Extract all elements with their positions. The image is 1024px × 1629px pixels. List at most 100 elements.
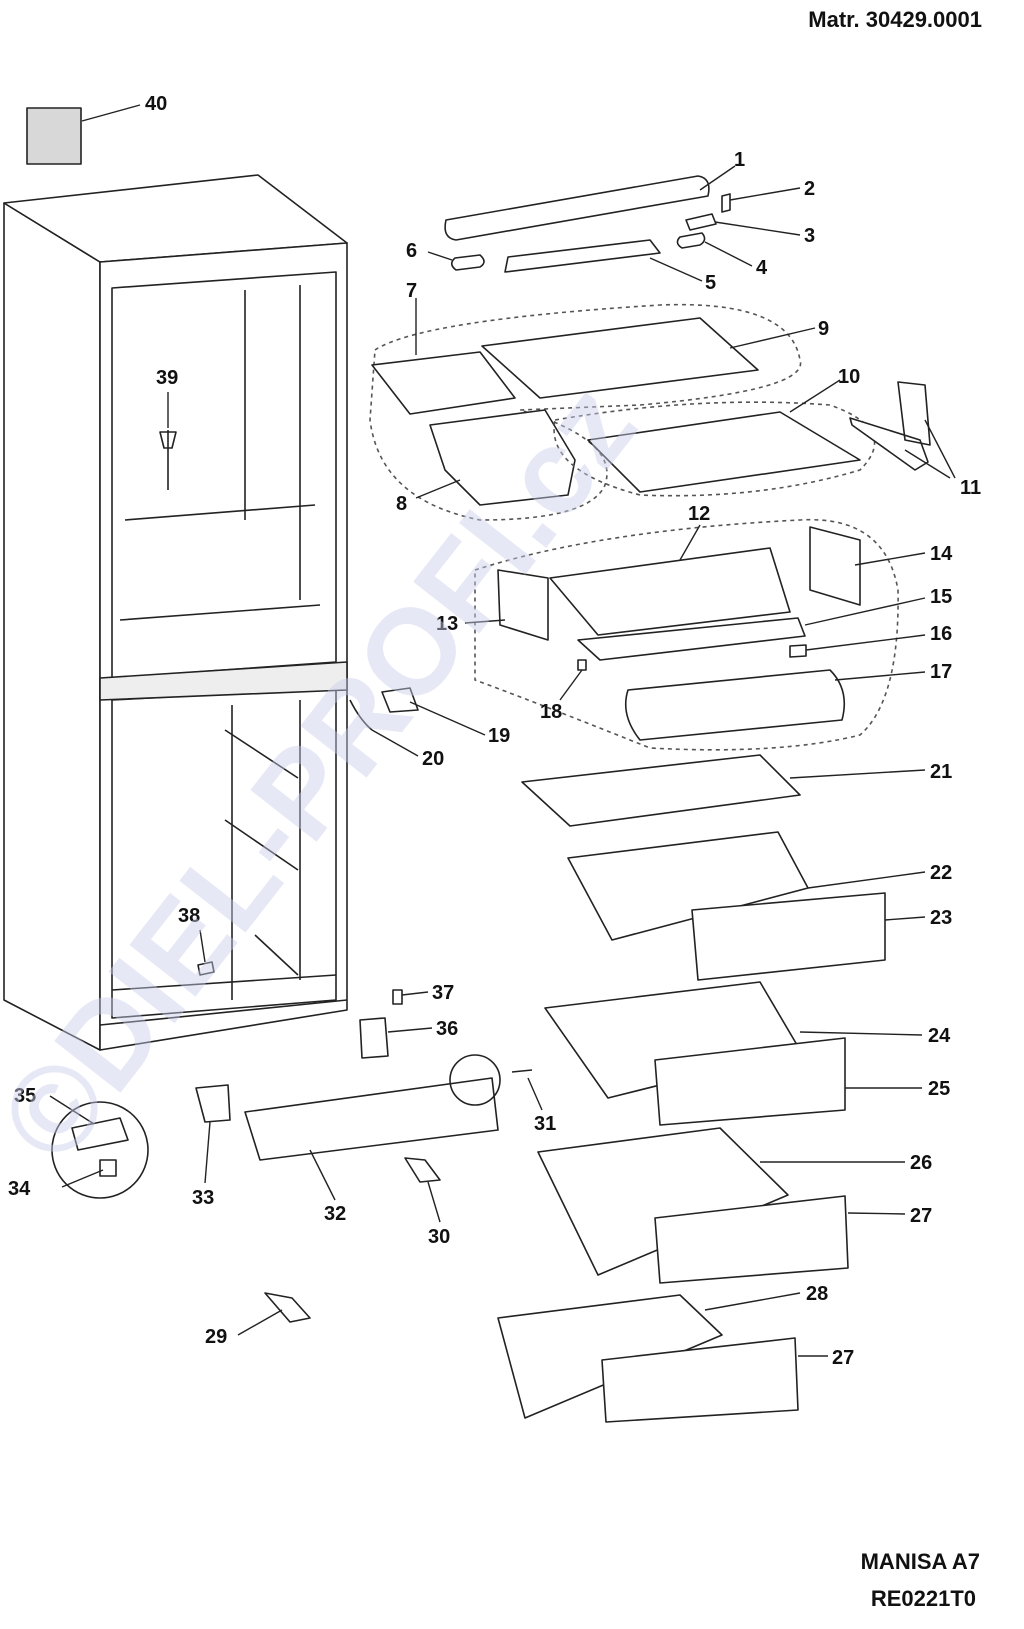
callout-24: 24 (928, 1025, 951, 1047)
leader-36 (387, 1027, 433, 1033)
part-13 (497, 569, 549, 641)
leader-33 (204, 1121, 211, 1184)
leader-21 (789, 769, 926, 779)
part-14 (809, 526, 861, 606)
callout-8: 8 (396, 493, 407, 515)
part-15 (577, 617, 806, 661)
drawing-code: RE0221T0 (870, 1586, 976, 1611)
part-10 (587, 411, 861, 493)
leader-28 (704, 1292, 801, 1311)
leader-1 (699, 165, 736, 191)
part-2 (721, 193, 731, 213)
label-sticker-40 (26, 107, 82, 165)
leader-10 (789, 379, 841, 413)
leader-13 (464, 619, 506, 624)
part-1 (444, 175, 710, 241)
group-outline-7-9 (369, 303, 802, 521)
part-25 (654, 1037, 846, 1126)
leader-32 (309, 1149, 336, 1201)
part-20 (349, 699, 373, 731)
part-30 (404, 1157, 441, 1183)
part-29 (264, 1292, 311, 1323)
callout-25: 25 (928, 1078, 950, 1100)
part-33 (195, 1084, 231, 1123)
part-32 (244, 1077, 499, 1161)
callout-labels: 1 2 3 4 5 6 7 8 9 10 11 12 13 14 15 16 1… (8, 93, 981, 1369)
part-34 (99, 1159, 117, 1177)
callout-14: 14 (930, 543, 953, 565)
callout-12: 12 (688, 503, 710, 525)
callout-16: 16 (930, 623, 952, 645)
callout-4: 4 (756, 257, 768, 279)
leader-37 (401, 991, 429, 996)
callout-22: 22 (930, 862, 952, 884)
leader-6 (427, 251, 453, 261)
leader-27a (847, 1212, 906, 1215)
part-36 (359, 1017, 389, 1059)
callout-15: 15 (930, 586, 952, 608)
leader-30 (427, 1181, 441, 1223)
part-9 (481, 317, 759, 399)
callout-9: 9 (818, 318, 829, 340)
callout-5: 5 (705, 272, 716, 294)
leader-16 (805, 634, 926, 651)
part-23 (691, 892, 886, 981)
callout-30: 30 (428, 1226, 450, 1248)
group-outline-10 (553, 401, 876, 497)
part-39 (159, 430, 177, 490)
leader-38 (199, 929, 206, 963)
part-16 (789, 644, 807, 658)
part-8 (429, 409, 576, 506)
leader-9 (729, 327, 816, 349)
refrigerator-cabinet (3, 174, 348, 1051)
leader-40 (81, 104, 141, 122)
leader-4 (704, 241, 753, 267)
callout-6: 6 (406, 240, 417, 262)
callout-33: 33 (192, 1187, 214, 1209)
leader-34 (61, 1169, 104, 1188)
part-21 (521, 754, 801, 827)
part-26 (537, 1127, 789, 1276)
callout-2: 2 (804, 178, 815, 200)
material-number: Matr. 30429.0001 (808, 7, 982, 32)
callout-31: 31 (534, 1113, 556, 1135)
callout-19: 19 (488, 725, 510, 747)
leader-17 (834, 671, 926, 681)
leader-15 (804, 597, 926, 626)
leader-11b (904, 449, 951, 479)
callout-26: 26 (910, 1152, 932, 1174)
leader-14 (854, 552, 926, 566)
leader-12 (679, 524, 701, 561)
callout-18: 18 (540, 701, 562, 723)
part-31 (511, 1069, 533, 1073)
leader-23 (884, 916, 926, 921)
callout-10: 10 (838, 366, 860, 388)
callout-13: 13 (436, 613, 458, 635)
part-6 (450, 254, 485, 271)
leader-11a (924, 419, 956, 479)
part-28 (497, 1294, 723, 1419)
leader-lines (49, 104, 956, 1357)
part-4 (676, 232, 706, 249)
model-name: MANISA A7 (860, 1549, 980, 1574)
part-5 (504, 239, 661, 273)
detail-circle-31 (449, 1054, 501, 1106)
callout-27: 27 (832, 1347, 854, 1369)
callout-36: 36 (436, 1018, 458, 1040)
leader-29 (237, 1309, 283, 1336)
part-35 (71, 1117, 129, 1151)
part-11 (849, 381, 931, 471)
part-27-upper (654, 1195, 849, 1284)
part-3 (685, 213, 717, 231)
callout-17: 17 (930, 661, 952, 683)
callout-23: 23 (930, 907, 952, 929)
part-27-lower (601, 1337, 799, 1423)
callout-20: 20 (422, 748, 444, 770)
callout-3: 3 (804, 225, 815, 247)
leader-31 (527, 1077, 543, 1111)
callout-34: 34 (8, 1178, 31, 1200)
part-7 (371, 351, 516, 415)
detail-circle-34-35 (51, 1101, 149, 1199)
